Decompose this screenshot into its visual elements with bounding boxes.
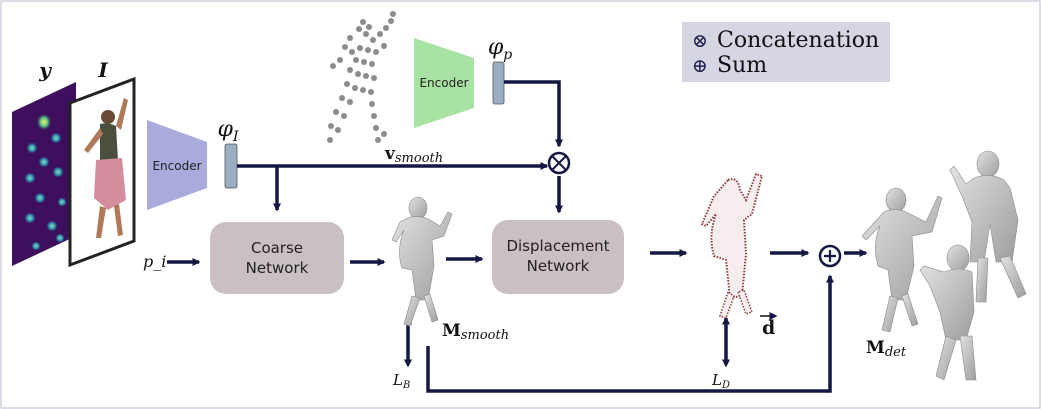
legend-row-sum: ⊕ Sum xyxy=(692,53,767,78)
d-label: d xyxy=(762,317,775,339)
heatmap-label: y xyxy=(38,58,52,82)
m-smooth-mesh xyxy=(391,196,453,327)
arrow-point-feature-to-concat xyxy=(504,80,563,148)
point-cloud-input xyxy=(327,11,396,143)
concat-symbol-icon: ⊗ xyxy=(692,30,708,52)
image-feature-bar xyxy=(224,143,238,189)
heatmap-panel xyxy=(12,82,76,266)
point-encoder: Encoder xyxy=(414,38,474,128)
m-det-meshes xyxy=(861,150,1027,381)
coarse-network: Coarse Network xyxy=(210,222,344,294)
loss-b-label: LB xyxy=(392,371,410,391)
m-smooth-label: Msmooth xyxy=(442,321,509,343)
coarse-network-line1: Coarse xyxy=(251,239,303,257)
legend-sum-label: Sum xyxy=(717,53,768,78)
arrow-msmooth-skip-to-sum xyxy=(426,274,834,393)
displacement-point-cloud xyxy=(700,172,764,319)
image-label: I xyxy=(97,58,108,82)
input-image-panel xyxy=(68,76,136,268)
coarse-network-line2: Network xyxy=(246,259,309,277)
v-smooth-label: vsmooth xyxy=(384,144,443,166)
legend: ⊗ Concatenation ⊕ Sum xyxy=(682,22,890,82)
concat-node xyxy=(547,151,571,175)
m-det-label: Mdet xyxy=(866,338,907,360)
point-encoder-label: Encoder xyxy=(419,76,468,90)
legend-row-concatenation: ⊗ Concatenation xyxy=(692,28,879,53)
displacement-network-line2: Network xyxy=(527,257,590,275)
point-feature-bar xyxy=(492,61,505,105)
point-input-label: p_i xyxy=(143,252,166,271)
displacement-network-line1: Displacement xyxy=(506,237,609,255)
connection-arrows xyxy=(167,80,868,393)
legend-concat-label: Concatenation xyxy=(717,28,880,53)
sum-symbol-icon: ⊕ xyxy=(692,55,708,77)
image-feature-label: φI xyxy=(218,117,239,145)
sum-node xyxy=(818,244,842,268)
displacement-network: Displacement Network xyxy=(492,220,624,294)
image-encoder: Encoder xyxy=(147,120,207,210)
image-encoder-label: Encoder xyxy=(152,159,201,173)
loss-d-label: LD xyxy=(711,371,730,391)
point-feature-label: φp xyxy=(488,35,512,63)
